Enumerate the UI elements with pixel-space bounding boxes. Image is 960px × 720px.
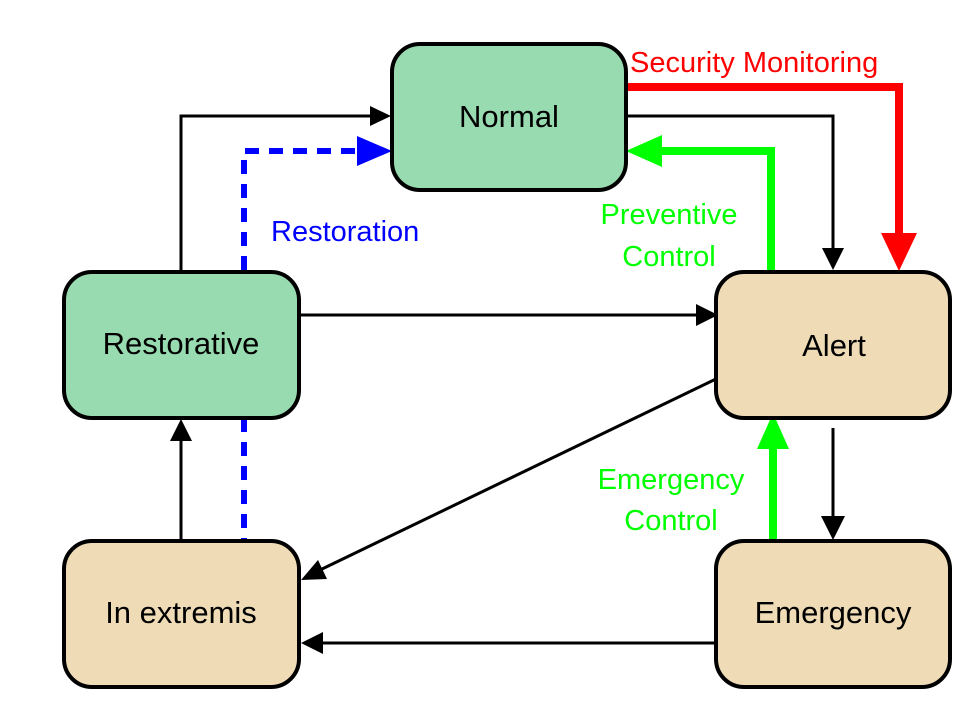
state-alert: Alert — [714, 270, 952, 420]
state-in-extremis-label: In extremis — [105, 595, 257, 630]
arrow-alert-to-in-extremis — [301, 376, 719, 580]
arrow-restorative-to-normal — [179, 106, 391, 270]
preventive-control-label-line2: Control — [622, 241, 716, 273]
emergency-control-label-line2: Control — [624, 505, 718, 537]
arrow-restoration — [241, 136, 392, 540]
arrow-restorative-to-alert — [300, 304, 718, 326]
state-restorative: Restorative — [62, 270, 301, 420]
state-restorative-label: Restorative — [103, 326, 260, 361]
arrow-alert-to-emergency — [821, 428, 845, 540]
restoration-label: Restoration — [271, 216, 419, 248]
state-in-extremis: In extremis — [62, 539, 301, 689]
arrow-emergency-to-in-extremis — [301, 632, 718, 654]
state-normal: Normal — [390, 42, 628, 192]
arrow-in-extremis-to-restorative — [170, 419, 192, 540]
emergency-control-label-line1: Emergency — [598, 464, 745, 496]
state-normal-label: Normal — [459, 99, 559, 134]
preventive-control-label-line1: Preventive — [600, 199, 737, 231]
arrow-emergency-control — [757, 413, 789, 540]
state-emergency: Emergency — [714, 539, 952, 689]
arrow-preventive-control — [626, 135, 775, 270]
arrow-normal-to-alert — [628, 114, 844, 270]
arrow-security-monitoring — [628, 83, 917, 271]
security-monitoring-label: Security Monitoring — [630, 47, 878, 79]
state-alert-label: Alert — [802, 328, 866, 363]
state-emergency-label: Emergency — [755, 595, 912, 630]
